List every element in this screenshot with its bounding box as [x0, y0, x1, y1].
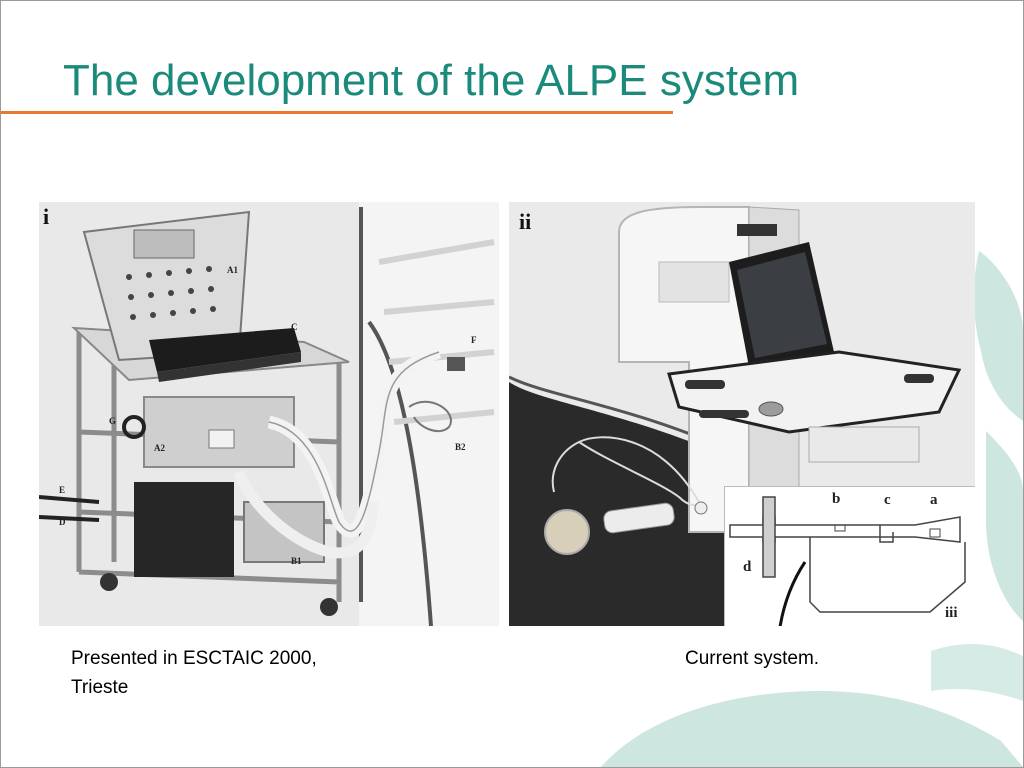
sensor-port-a [929, 528, 941, 538]
part-label-a: a [930, 492, 938, 508]
tray-handle-right [904, 374, 934, 383]
watermark-shape-right [986, 431, 1023, 621]
part-label-e: E [59, 485, 66, 495]
sensor-port-b [834, 524, 846, 532]
part-label-g: G [109, 416, 117, 426]
sensor-f [447, 357, 465, 371]
panel-label-ii: ii [519, 209, 532, 234]
panel-label-iii: iii [945, 605, 958, 621]
cable-e [39, 495, 100, 504]
device-box-a2-front [208, 429, 235, 449]
title-underline [1, 111, 673, 114]
watermark-shape-lower-right [931, 644, 1023, 701]
caption-left: Presented in ESCTAIC 2000, Trieste [71, 644, 317, 702]
cabinet-display [737, 224, 777, 236]
caption-right: Current system. [685, 648, 820, 669]
tray-support-box [808, 426, 920, 463]
mouthpiece-handle [603, 502, 675, 534]
original-system-illustration [39, 202, 499, 626]
watermark-shape-bottom [601, 691, 1023, 767]
lower-black-box [134, 482, 234, 577]
computer-mouse [758, 401, 784, 417]
breathing-hose-outline [268, 351, 440, 532]
part-label-f: F [471, 335, 477, 345]
cart-wheel-left [100, 573, 118, 591]
part-label-a1: A1 [227, 265, 238, 275]
part-label-a2: A2 [154, 443, 165, 453]
sensor-cable-black [778, 561, 807, 626]
cabinet-panel [658, 261, 730, 303]
hose-to-bed [233, 470, 380, 559]
mouthpiece-cup [544, 509, 590, 555]
watermark-shape-top [973, 251, 1023, 421]
photo-panel-i: i A1 C F G A2 B2 E D B1 [39, 202, 499, 626]
panel-label-i: i [43, 204, 50, 229]
headset-g [122, 415, 146, 439]
bed-sheet-folds [378, 239, 495, 425]
photo-panel-ii: ii b c a d iii [509, 202, 975, 626]
black-bed [509, 382, 739, 626]
tray-handle-left [685, 380, 725, 389]
part-label-c: C [291, 322, 298, 332]
slide-title: The development of the ALPE system [63, 56, 800, 105]
sensor-port-c [879, 525, 894, 543]
sensor-disc-d [762, 496, 776, 578]
part-label-b1: B1 [291, 556, 302, 566]
sensor-b2-cables [408, 400, 452, 433]
sensor-body [809, 537, 966, 613]
caption-left-line2: Trieste [71, 677, 129, 698]
part-label-d-inset: d [743, 559, 752, 575]
part-label-c-inset: c [884, 492, 891, 508]
caption-left-line1: Presented in ESCTAIC 2000, [71, 648, 317, 669]
black-case-side [157, 352, 301, 382]
cable-d [39, 515, 100, 522]
sensor-schematic [729, 496, 966, 626]
sensor-cable [551, 436, 700, 503]
inset-panel-iii: b c a d iii [724, 486, 975, 626]
laptop-screen-inner [737, 252, 827, 358]
control-panel-knobs [126, 266, 216, 320]
tray-slot-lower [699, 410, 749, 418]
cart-wheel-right [320, 598, 338, 616]
part-label-d: D [59, 517, 66, 527]
part-label-b: b [832, 491, 841, 507]
sensor-connector [694, 501, 708, 515]
control-panel-display [133, 229, 195, 259]
black-case-c [149, 328, 301, 372]
part-label-b2: B2 [455, 442, 466, 452]
